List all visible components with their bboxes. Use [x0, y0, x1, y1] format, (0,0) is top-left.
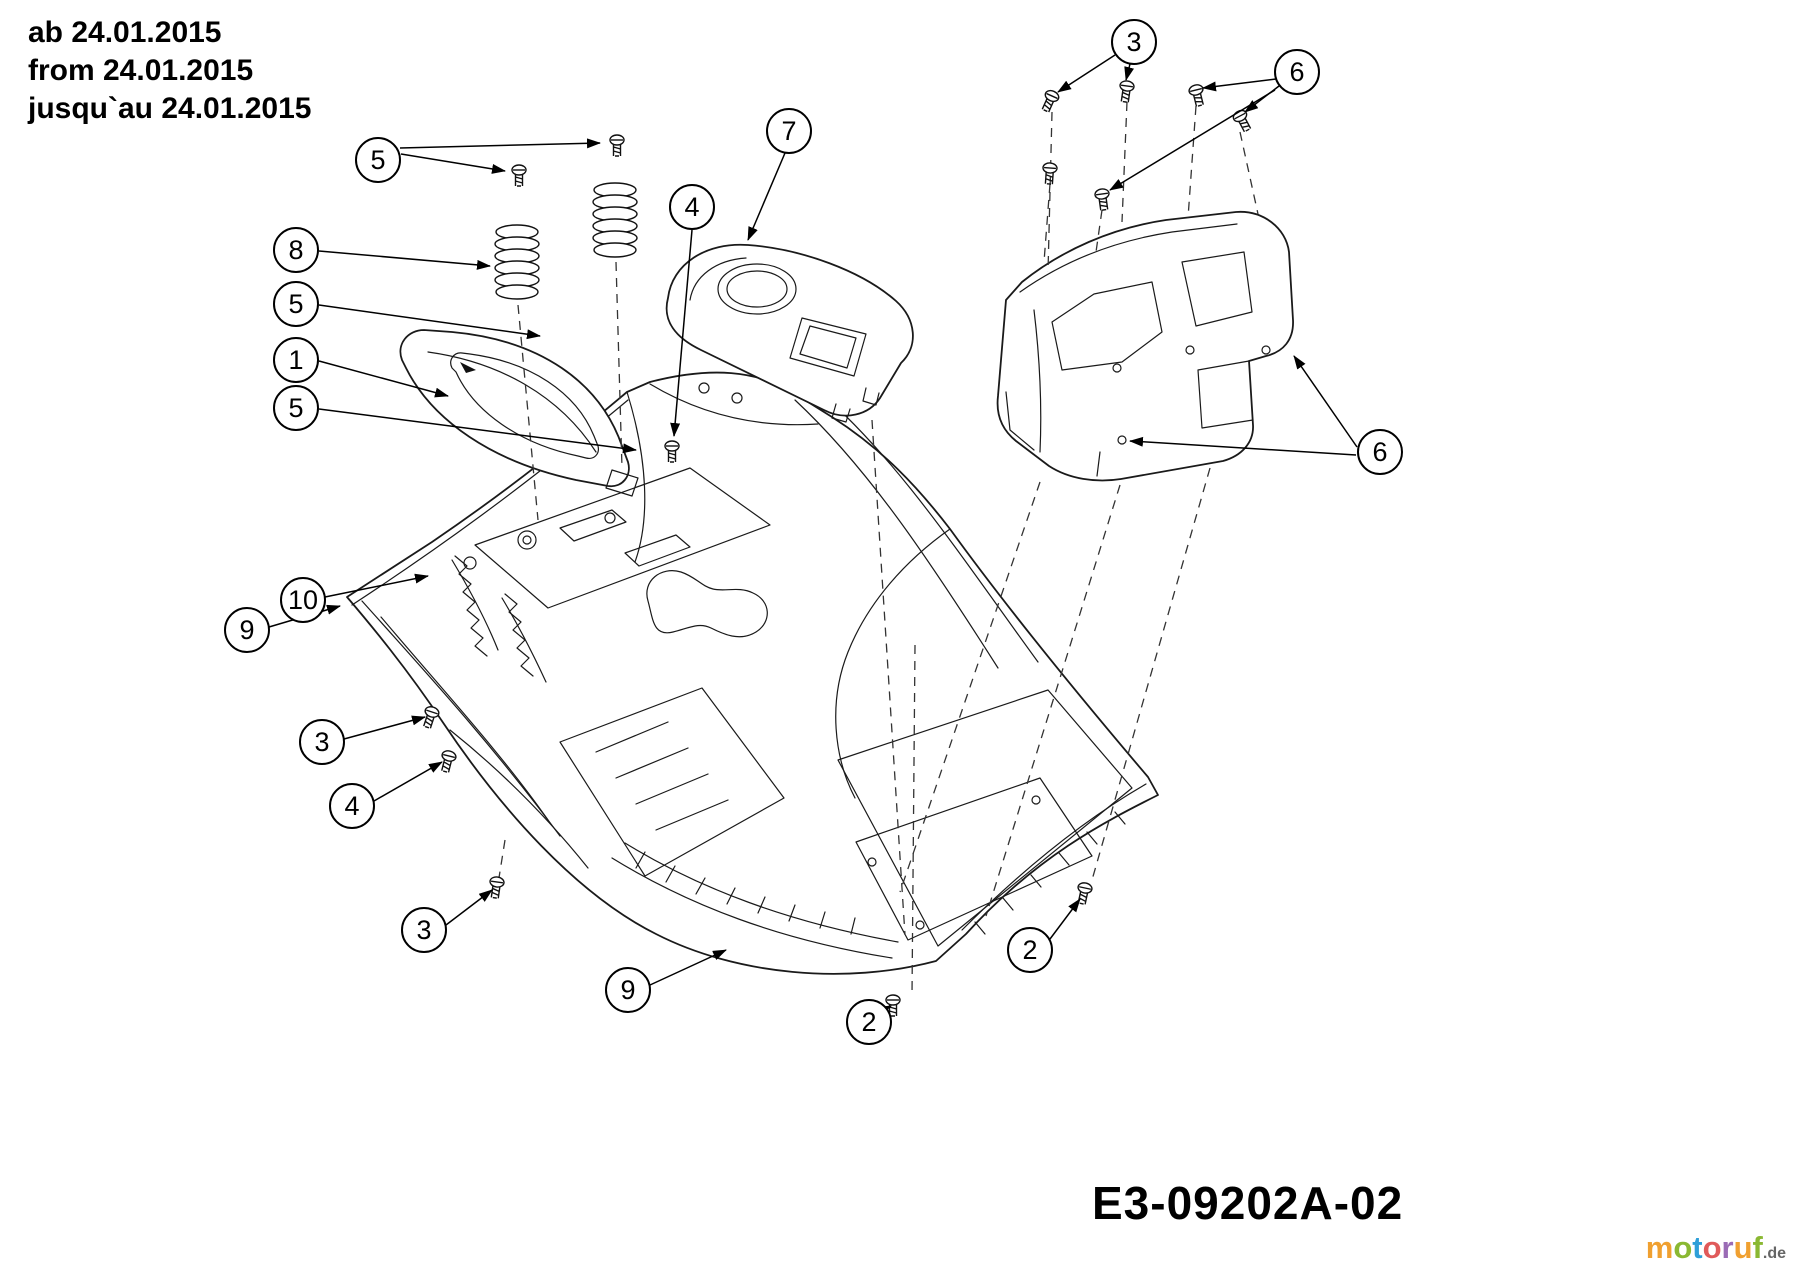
- projection-lines: [497, 101, 1259, 996]
- diagram-code: E3-09202A-02: [1092, 1177, 1404, 1229]
- spring-left-drawing: [494, 224, 540, 300]
- part-callout-7: 7: [766, 108, 812, 154]
- motoruf-watermark: motoruf.de: [1646, 1230, 1786, 1266]
- part-callout-6: 6: [1357, 429, 1403, 475]
- validity-dates: ab 24.01.2015 from 24.01.2015 jusqu`au 2…: [28, 14, 311, 128]
- part-callout-9: 9: [224, 607, 270, 653]
- seat-bracket-drawing: [399, 329, 639, 497]
- watermark-letter: t: [1692, 1230, 1703, 1265]
- part-callout-5: 5: [355, 137, 401, 183]
- part-callout-3: 3: [401, 907, 447, 953]
- part-callout-4: 4: [329, 783, 375, 829]
- leader-lines: [268, 54, 1358, 1016]
- date-line-3: jusqu`au 24.01.2015: [28, 92, 312, 125]
- spring-right-drawing: [592, 182, 638, 258]
- watermark-letters: motoruf: [1646, 1230, 1763, 1265]
- console-drawing: [665, 243, 914, 423]
- part-callout-5: 5: [273, 385, 319, 431]
- part-callout-9: 9: [605, 967, 651, 1013]
- watermark-suffix: .de: [1762, 1245, 1786, 1262]
- part-callout-3: 3: [299, 719, 345, 765]
- watermark-letter: u: [1733, 1230, 1753, 1265]
- rear-panel-drawing: [996, 211, 1294, 482]
- date-line-1: ab 24.01.2015: [28, 16, 222, 49]
- watermark-letter: o: [1673, 1230, 1693, 1265]
- part-callout-4: 4: [669, 184, 715, 230]
- watermark-letter: r: [1721, 1230, 1734, 1265]
- part-callout-1: 1: [273, 337, 319, 383]
- fender-body-drawing: [346, 371, 1159, 975]
- part-callout-3: 3: [1111, 19, 1157, 65]
- part-callout-6: 6: [1274, 49, 1320, 95]
- part-callout-10: 10: [280, 577, 326, 623]
- watermark-letter: f: [1752, 1230, 1763, 1265]
- part-callout-2: 2: [846, 999, 892, 1045]
- part-callout-5: 5: [273, 281, 319, 327]
- watermark-letter: m: [1645, 1230, 1674, 1265]
- date-line-2: from 24.01.2015: [28, 54, 254, 87]
- part-callout-2: 2: [1007, 927, 1053, 973]
- watermark-letter: o: [1702, 1230, 1722, 1265]
- part-callout-8: 8: [273, 227, 319, 273]
